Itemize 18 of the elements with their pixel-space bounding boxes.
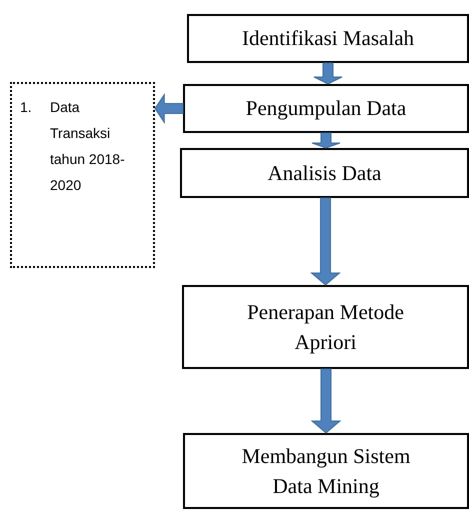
- process-box: [183, 433, 469, 509]
- step-label: Identifikasi Masalah: [242, 25, 414, 52]
- block-arrow: [314, 62, 342, 85]
- block-arrow: [312, 132, 340, 149]
- block-arrow: [310, 198, 341, 286]
- step-label: Pengumpulan Data: [246, 95, 406, 122]
- block-arrow: [154, 92, 184, 124]
- step-label: Penerapan Metode Apriori: [246, 298, 405, 356]
- process-box: [180, 148, 469, 198]
- note-text: Data Transaksi tahun 2018-2020: [50, 98, 126, 195]
- list-number: 1.: [20, 98, 33, 117]
- process-box: [187, 14, 469, 63]
- step-label: Analisis Data: [268, 160, 382, 187]
- step-label: Membangun Sistem Data Mining: [240, 442, 412, 500]
- process-box: [182, 285, 469, 369]
- block-arrow: [310, 368, 342, 434]
- process-box: [183, 84, 469, 133]
- note-box: [10, 82, 155, 268]
